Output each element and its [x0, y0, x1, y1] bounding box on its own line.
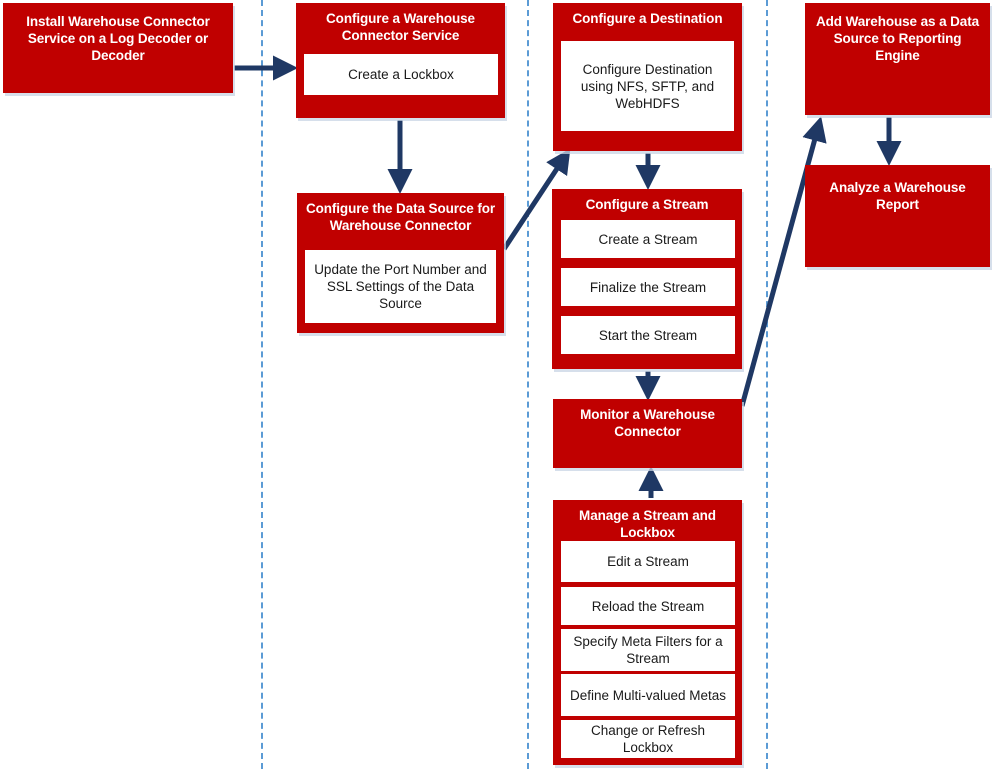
node-monitor-a-warehouse-connector[interactable]: Monitor a Warehouse Connector: [553, 399, 742, 468]
step-start-the-stream[interactable]: Start the Stream: [561, 316, 735, 354]
node-title: Configure the Data Source for Warehouse …: [305, 201, 496, 233]
step-define-multi-valued-metas[interactable]: Define Multi-valued Metas: [561, 674, 735, 716]
step-create-a-lockbox[interactable]: Create a Lockbox: [304, 54, 498, 95]
step-edit-a-stream[interactable]: Edit a Stream: [561, 541, 735, 582]
lane-divider-1: [261, 0, 263, 769]
lane-divider-3: [766, 0, 768, 769]
node-add-warehouse-as-data-source-to-reporting-engine[interactable]: Add Warehouse as a Data Source to Report…: [805, 3, 990, 115]
node-analyze-a-warehouse-report[interactable]: Analyze a Warehouse Report: [805, 165, 990, 267]
node-title: Manage a Stream and Lockbox: [579, 508, 716, 540]
node-title: Install Warehouse Connector Service on a…: [26, 14, 210, 63]
node-title: Configure a Stream: [585, 197, 709, 212]
step-configure-destination-nfs-sftp-webhdfs[interactable]: Configure Destination using NFS, SFTP, a…: [561, 41, 734, 131]
step-change-or-refresh-lockbox[interactable]: Change or Refresh Lockbox: [561, 720, 735, 758]
node-install-warehouse-connector-service[interactable]: Install Warehouse Connector Service on a…: [3, 3, 233, 93]
node-title: Analyze a Warehouse Report: [829, 180, 966, 212]
node-title: Add Warehouse as a Data Source to Report…: [816, 14, 979, 63]
node-title: Configure a Destination: [572, 11, 723, 26]
lane-divider-2: [527, 0, 529, 769]
step-update-port-number-ssl-settings[interactable]: Update the Port Number and SSL Settings …: [305, 250, 496, 323]
node-title: Monitor a Warehouse Connector: [580, 407, 715, 439]
step-reload-the-stream[interactable]: Reload the Stream: [561, 587, 735, 625]
step-create-a-stream[interactable]: Create a Stream: [561, 220, 735, 258]
step-specify-meta-filters-for-a-stream[interactable]: Specify Meta Filters for a Stream: [561, 629, 735, 671]
node-title: Configure a Warehouse Connector Service: [326, 11, 475, 43]
step-finalize-the-stream[interactable]: Finalize the Stream: [561, 268, 735, 306]
